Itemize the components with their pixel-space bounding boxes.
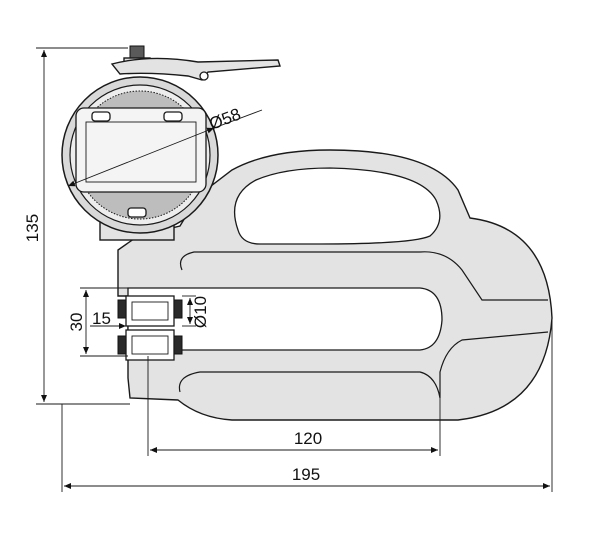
label-dial-diameter: Ø58 xyxy=(207,104,244,133)
dimension-120: 120 xyxy=(147,356,441,456)
frame-throat xyxy=(127,287,443,351)
label-throat-depth: 120 xyxy=(294,429,322,448)
label-length-total: 195 xyxy=(292,465,320,484)
upper-contact xyxy=(117,295,183,327)
gauge-frame xyxy=(117,149,553,421)
dimension-135: 135 xyxy=(23,47,130,405)
dial-button-right xyxy=(163,111,183,122)
dimension-15: 15 xyxy=(90,309,126,329)
frame-inner-contour-lower xyxy=(178,331,549,399)
dial-button-left xyxy=(91,111,111,122)
handle-opening xyxy=(234,167,441,245)
frame-inner-contour xyxy=(179,251,548,301)
lower-contact xyxy=(117,329,183,361)
dial-button-bottom xyxy=(127,207,147,218)
label-gap: 30 xyxy=(67,313,86,332)
dimension-195: 195 xyxy=(61,318,553,492)
label-height-total: 135 xyxy=(23,214,42,242)
dimension-30: 30 xyxy=(67,287,128,357)
lifting-lever xyxy=(110,57,281,81)
label-contact-diameter: Ø10 xyxy=(191,296,210,328)
dimension-diameter-10: Ø10 xyxy=(182,295,210,328)
label-anvil-height: 15 xyxy=(92,309,111,328)
